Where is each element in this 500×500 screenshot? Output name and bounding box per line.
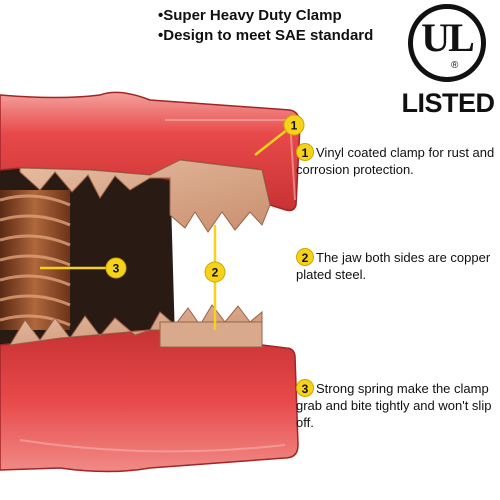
callout-2-badge: 2	[296, 248, 314, 266]
ul-logo-letters: UL	[421, 15, 475, 60]
callout-strong-spring: 3 Strong spring make the clamp grab and …	[296, 379, 500, 431]
registered-mark: ®	[451, 60, 459, 71]
ul-logo-circle	[408, 4, 486, 82]
callout-1-badge: 1	[296, 143, 314, 161]
pointer-badge-2-label: 2	[212, 266, 219, 280]
ul-listed-text: LISTED	[401, 88, 495, 118]
callout-vinyl-coating: 1 Vinyl coated clamp for rust and corros…	[296, 143, 500, 178]
pointer-badge-1: 1	[283, 114, 305, 136]
pointer-badge-1-label: 1	[291, 119, 298, 133]
pointer-badge-2: 2	[204, 261, 226, 283]
headline: •Super Heavy Duty Clamp •Design to meet …	[158, 6, 408, 46]
callout-2-text: The jaw both sides are copper plated ste…	[296, 250, 491, 282]
spring-coil	[0, 190, 71, 330]
headline-line-2: •Design to meet SAE standard	[158, 27, 374, 44]
callout-3-badge: 3	[296, 379, 314, 397]
pointer-badge-3-label: 3	[113, 262, 120, 276]
pointer-badge-3: 3	[105, 257, 127, 279]
top-copper-teeth	[19, 159, 271, 233]
ul-listed-logo: UL ® LISTED	[400, 4, 496, 122]
callout-1-text: Vinyl coated clamp for rust and corrosio…	[296, 145, 495, 177]
top-vinyl-jaw	[0, 91, 301, 212]
callout-3-text: Strong spring make the clamp grab and bi…	[296, 381, 492, 430]
callout-copper-jaw: 2 The jaw both sides are copper plated s…	[296, 248, 500, 283]
bottom-vinyl-jaw	[0, 329, 299, 473]
headline-line-1: •Super Heavy Duty Clamp	[158, 7, 342, 24]
